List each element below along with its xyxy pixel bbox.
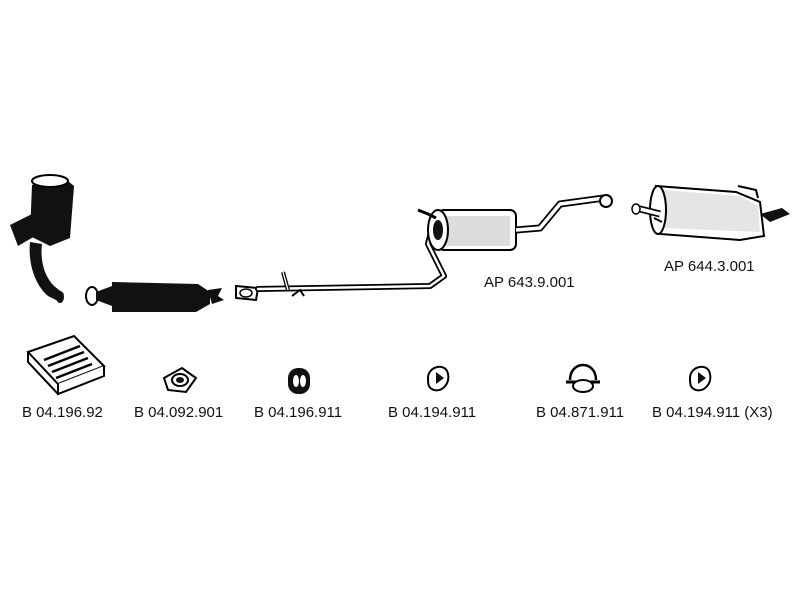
part-number-label-kit: B 04.196.92 xyxy=(22,404,103,421)
middle-silencer-part xyxy=(417,194,613,251)
part-number-label-rear-silencer: AP 644.3.001 xyxy=(664,258,755,275)
fitting-gasket xyxy=(162,366,198,394)
part-number-label-gasket: B 04.092.901 xyxy=(134,404,224,421)
intermediate-pipe-part xyxy=(235,233,447,302)
fitting-rubber-hanger xyxy=(426,365,450,392)
part-number-label-hanger: B 04.194.911 xyxy=(388,404,477,421)
fitting-rubber-mount-double xyxy=(288,368,310,394)
fitting-u-clamp xyxy=(566,363,600,393)
part-number-label-middle-silencer: AP 643.9.001 xyxy=(484,274,575,291)
part-number-label-hanger-x3: B 04.194.911 (X3) xyxy=(652,404,773,421)
catalytic-converter-part xyxy=(85,282,224,312)
part-number-label-mount: B 04.196.911 xyxy=(254,404,343,421)
fitting-rubber-hanger-x3 xyxy=(688,365,712,392)
part-number-label-clamp: B 04.871.911 xyxy=(536,404,625,421)
rear-silencer-part xyxy=(631,184,790,242)
fitting-kit-box xyxy=(26,334,106,396)
manifold-catalyst-part xyxy=(10,174,74,303)
